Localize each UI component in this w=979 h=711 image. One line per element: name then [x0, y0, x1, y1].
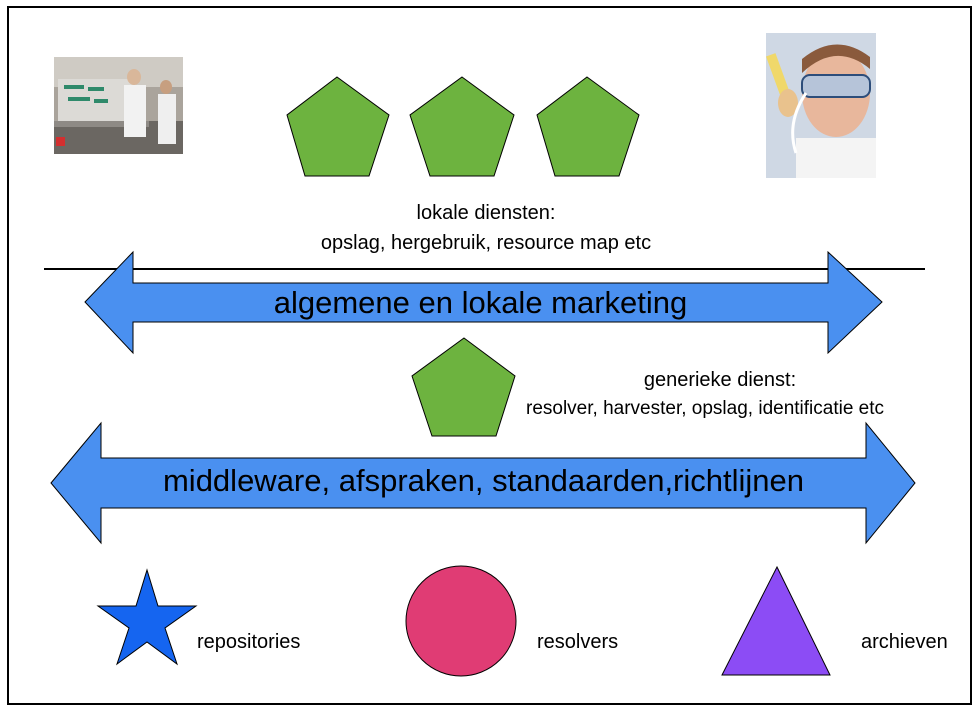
scientist-photo-icon [766, 33, 876, 178]
archives-label: archieven [861, 631, 948, 653]
laboratory-photo-icon [54, 57, 183, 154]
local-services-items: opslag, hergebruik, resource map etc [320, 232, 652, 254]
resolvers-circle-icon [405, 565, 517, 677]
local-services-title: lokale diensten: [416, 202, 556, 224]
local-service-pentagon-1 [286, 76, 390, 177]
marketing-arrow-label: algemene en lokale marketing [273, 285, 688, 320]
generic-service-pentagon [411, 337, 516, 437]
repositories-star-icon [96, 568, 198, 666]
middleware-arrow-label: middleware, afspraken, standaarden,richt… [162, 463, 805, 498]
generic-service-title: generieke dienst: [643, 369, 797, 391]
archives-triangle-icon [721, 565, 831, 676]
resolvers-label: resolvers [537, 631, 619, 653]
middleware-arrow-shape [50, 421, 916, 545]
marketing-arrow-shape [84, 250, 883, 355]
local-service-pentagon-2 [409, 76, 515, 177]
local-service-pentagon-3 [536, 76, 640, 177]
repositories-label: repositories [197, 631, 301, 653]
generic-service-items: resolver, harvester, opslag, identificat… [526, 398, 885, 419]
